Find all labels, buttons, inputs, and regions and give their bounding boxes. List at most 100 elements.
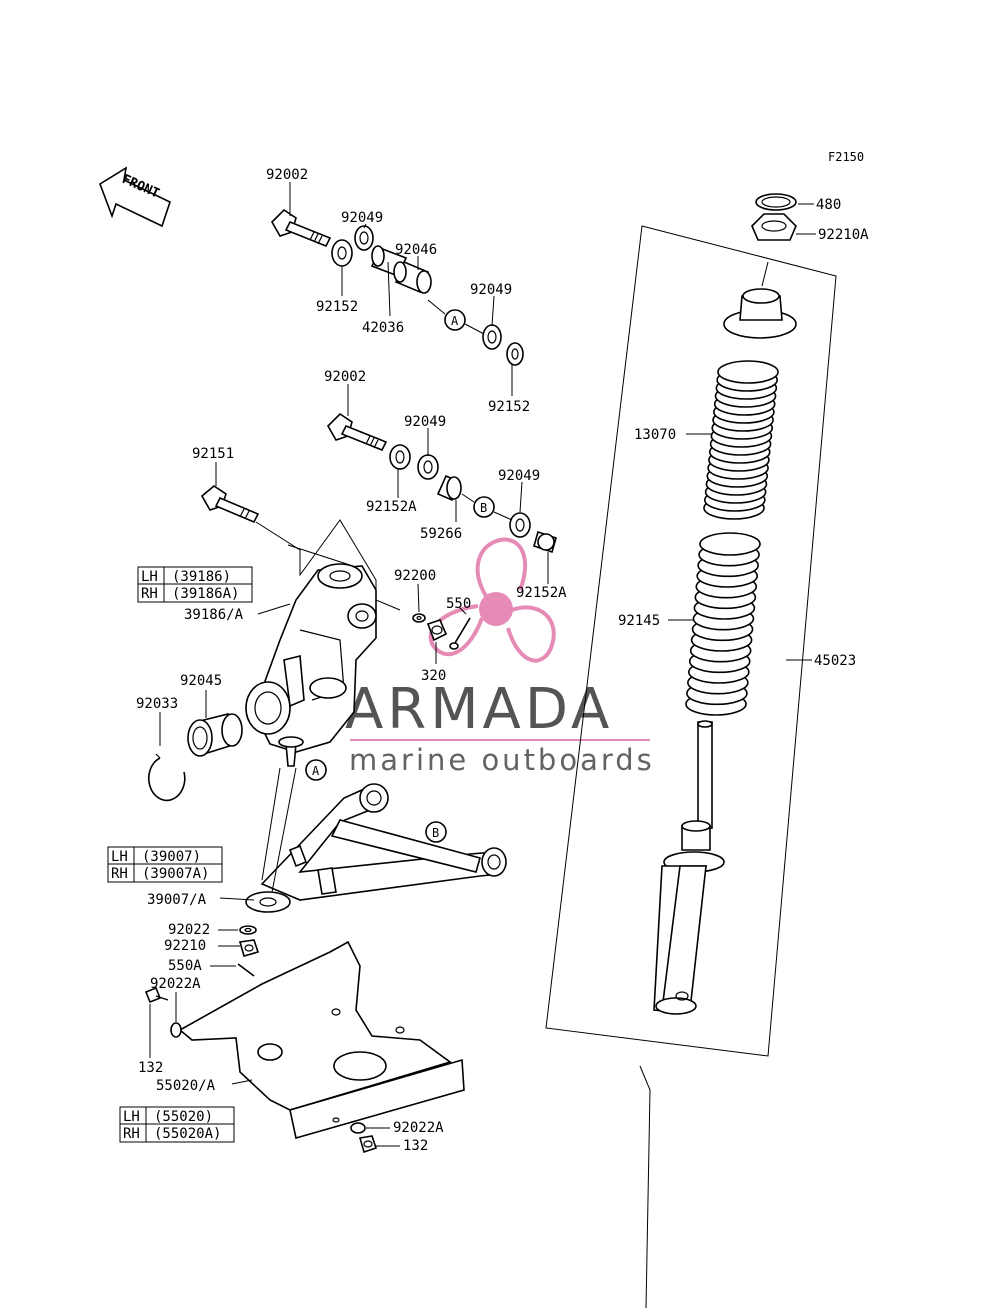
propeller-blade-top [475,537,528,598]
svg-text:(39186): (39186) [172,569,231,585]
svg-text:(55020): (55020) [154,1109,213,1125]
label-42036: 42036 [362,320,404,336]
boot-fold [717,360,779,384]
watermark-title: ARMADA [345,677,613,742]
propeller-hub [479,592,513,626]
svg-text:LH: LH [123,1109,140,1125]
svg-text:RH: RH [141,586,158,602]
svg-text:(55020A): (55020A) [154,1126,221,1142]
collar-92152-left [331,239,353,267]
snap-ring-92033 [147,753,186,802]
label-92145: 92145 [618,613,660,629]
label-92152-a: 92152 [316,299,358,315]
nut-92210A [751,213,797,241]
label-55020A: 55020/A [156,1078,216,1094]
nut-92210 [238,939,260,957]
circlip-480 [755,193,797,211]
label-92210: 92210 [164,938,206,954]
svg-text:RH: RH [123,1126,140,1142]
svg-text:(39007): (39007) [142,849,201,865]
bolt-92151 [200,485,260,524]
bolt-132-left [144,986,169,1004]
cotter-pin-550 [449,617,471,650]
cotter-pin-550A [237,963,255,977]
label-39007A: 39007/A [147,892,207,908]
label-92022: 92022 [168,922,210,938]
svg-text:(39186A): (39186A) [172,586,239,602]
watermark-subtitle: marine outboards [349,743,655,777]
svg-text:A: A [312,764,320,778]
svg-text:A: A [451,314,459,328]
washer-92022A-right [350,1122,366,1134]
front-arrow-icon [99,166,171,228]
label-132-a: 132 [138,1060,163,1076]
hub-bearing-92045 [187,713,243,757]
propeller-blade-right [506,605,556,663]
front-direction-arrow: FRONT [99,166,171,228]
label-92049-c: 92049 [404,414,446,430]
side-table-arm: LH (39007) RH (39007A) [107,846,223,883]
label-550A: 550A [168,958,202,974]
upper-pivot-parts [271,208,524,366]
svg-text:B: B [480,501,487,515]
seal-92049-mid-left [417,454,439,480]
spring-seat-upper [723,288,797,339]
bearing-92046 [393,260,432,294]
label-92002-mid: 92002 [324,369,366,385]
alignment-lines-arm [261,767,281,881]
propeller-logo [428,537,556,663]
label-92002-top: 92002 [266,167,308,183]
propeller-blade-left [428,604,484,657]
svg-text:(39007A): (39007A) [142,866,209,882]
ref-circle-a-upper: A [444,309,466,331]
collar-92152A-left [389,444,411,470]
label-92210A: 92210A [818,227,869,243]
bolt-132-right [358,1135,378,1154]
armada-watermark: ARMADA marine outboards [345,537,655,777]
svg-text:LH: LH [141,569,158,585]
coil-spring-92145 [685,532,761,716]
seal-92049-mid-right [509,512,531,538]
collar-92152-right [506,342,524,366]
svg-text:B: B [432,826,439,840]
shock-assembly-outline [545,225,837,1057]
side-table-guard: LH (55020) RH (55020A) [119,1106,235,1143]
steering-knuckle-39186 [245,563,377,767]
spring-coil [699,532,761,556]
label-92049-d: 92049 [498,468,540,484]
washer-92022A-left [170,1022,182,1038]
ref-circle-a-lower: A [305,759,327,781]
bolt-92002-upper [271,208,332,248]
washer-92200 [412,613,426,623]
svg-text:LH: LH [111,849,128,865]
washer-92022 [239,925,257,935]
callout-labels: 92002 92049 92046 92152 42036 92049 9215… [136,167,869,1154]
label-92022A-b: 92022A [393,1120,444,1136]
label-92152-b: 92152 [488,399,530,415]
castle-nut-320 [426,619,448,642]
label-550: 550 [446,596,471,612]
label-480: 480 [816,197,841,213]
label-92152A-a: 92152A [366,499,417,515]
label-132-b: 132 [403,1138,428,1154]
alignment-lines-knuckle [255,519,401,611]
side-table-knuckle: LH (39186) RH (39186A) [137,566,253,603]
seal-92049-right [482,324,502,350]
damper-body [653,720,725,1015]
label-59266: 59266 [420,526,462,542]
label-92049-a: 92049 [341,210,383,226]
leader-lines [149,182,816,1147]
label-39186A: 39186/A [184,607,244,623]
lower-pivot-parts [327,412,557,554]
label-320: 320 [421,668,446,684]
skid-guard-55020 [178,940,465,1140]
svg-text:RH: RH [111,866,128,882]
label-92045: 92045 [180,673,222,689]
dust-boot-13070 [703,360,779,520]
label-92151: 92151 [192,446,234,462]
label-92022A-a: 92022A [150,976,201,992]
label-92033: 92033 [136,696,178,712]
bearing-59266 [436,474,462,502]
